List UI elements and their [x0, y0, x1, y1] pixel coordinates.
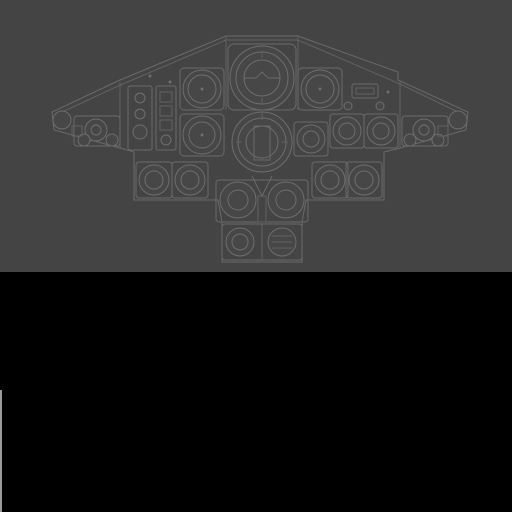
gauge-middle-right-3 [363, 113, 399, 149]
attitude-indicator [227, 43, 297, 111]
gauge-lower-right-2 [345, 161, 383, 199]
gauge-middle-right-2 [329, 113, 365, 149]
gauge-lower-left-1 [135, 161, 173, 199]
left-switch-column [127, 74, 177, 151]
panel-outline [51, 35, 469, 263]
gauge-upper-right [297, 67, 343, 111]
right-wing-pod [401, 110, 468, 147]
right-switch-column [343, 83, 390, 111]
gauge-upper-left [179, 67, 225, 111]
gauge-middle-left [179, 113, 225, 157]
center-stack-upper [215, 175, 309, 223]
gauge-middle-right-1 [293, 121, 329, 157]
left-edge-marker [0, 390, 2, 512]
left-wing-pod [52, 110, 121, 147]
gauge-lower-left-2 [171, 161, 209, 199]
heading-indicator [231, 111, 293, 173]
black-lower-area [0, 272, 512, 512]
center-stack-lower [221, 223, 303, 261]
gauge-lower-right-1 [311, 161, 349, 199]
